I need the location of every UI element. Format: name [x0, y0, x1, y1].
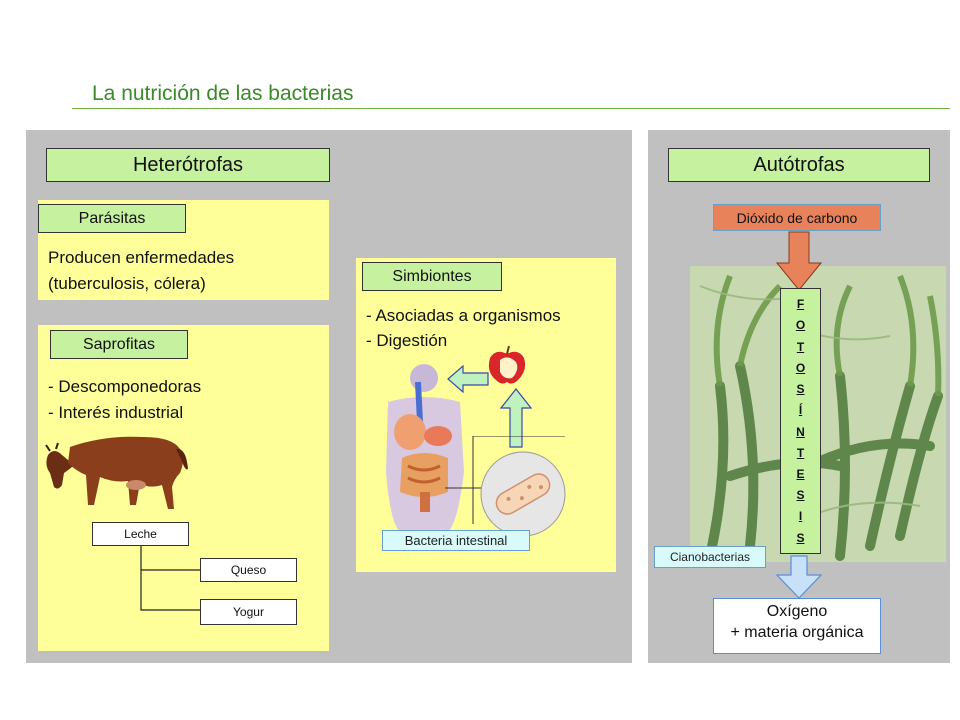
fotosintesis-letter: S — [796, 488, 805, 503]
fotosintesis-letter: I — [798, 509, 803, 524]
saprofitas-line-2: - Interés industrial — [48, 403, 184, 422]
page-title: La nutrición de las bacterias — [92, 82, 354, 105]
bacteria-illustration — [480, 451, 566, 537]
fotosintesis-letter: N — [796, 424, 805, 439]
autotrofas-header: Autótrofas — [668, 148, 930, 182]
title-divider — [72, 108, 950, 109]
queso-node: Queso — [200, 558, 297, 582]
bacteria-to-apple-arrow — [500, 388, 532, 448]
parasitas-label: Parásitas — [78, 209, 146, 227]
fotosintesis-letter: O — [795, 360, 806, 375]
saprofitas-line-1: - Descomponedoras — [48, 377, 202, 396]
fotosintesis-column: F O T O S Í N T E S I S — [780, 288, 821, 554]
fotosintesis-letter: S — [796, 382, 805, 397]
parasitas-label-box: Parásitas — [38, 204, 186, 233]
oxygen-output-arrow — [776, 555, 822, 599]
saprofitas-card — [38, 325, 329, 651]
autotrofas-header-label: Autótrofas — [753, 153, 845, 176]
fotosintesis-letter: S — [796, 530, 805, 545]
simbiontes-label-box: Simbiontes — [362, 262, 502, 291]
co2-box: Dióxido de carbono — [713, 204, 881, 231]
cianobacterias-label: Cianobacterias — [654, 546, 766, 568]
heterotrofas-header: Heterótrofas — [46, 148, 330, 182]
simbiontes-line-2: - Digestión — [366, 331, 448, 350]
co2-input-arrow — [776, 231, 822, 291]
bacteria-intestinal-label: Bacteria intestinal — [382, 530, 530, 551]
yogur-node: Yogur — [200, 599, 297, 625]
leche-tree-connectors — [140, 545, 200, 611]
parasitas-line-2: (tuberculosis, cólera) — [48, 274, 206, 293]
oxygen-line-2: + materia orgánica — [730, 624, 864, 641]
parasitas-line-1: Producen enfermedades — [48, 248, 235, 267]
fotosintesis-letter: E — [796, 466, 805, 481]
saprofitas-label-box: Saprofitas — [50, 330, 188, 359]
cow-illustration — [45, 436, 188, 509]
fotosintesis-letter: O — [795, 318, 806, 333]
digestive-system-illustration — [386, 364, 464, 532]
fotosintesis-letter: Í — [798, 403, 803, 418]
fotosintesis-letter: T — [796, 339, 805, 354]
simbiontes-line-1: - Asociadas a organismos — [366, 306, 561, 325]
apple-icon — [488, 345, 526, 384]
oxygen-output-box: Oxígeno + materia orgánica — [713, 598, 881, 654]
fotosintesis-letter: F — [796, 297, 805, 312]
leche-node: Leche — [92, 522, 189, 546]
oxygen-line-1: Oxígeno — [766, 603, 828, 620]
fotosintesis-letter: T — [796, 445, 805, 460]
apple-to-body-arrow — [447, 365, 489, 393]
saprofitas-label: Saprofitas — [82, 335, 156, 353]
bacteria-connector-lines — [445, 436, 565, 524]
simbiontes-label: Simbiontes — [392, 267, 472, 285]
heterotrofas-header-label: Heterótrofas — [132, 153, 244, 176]
